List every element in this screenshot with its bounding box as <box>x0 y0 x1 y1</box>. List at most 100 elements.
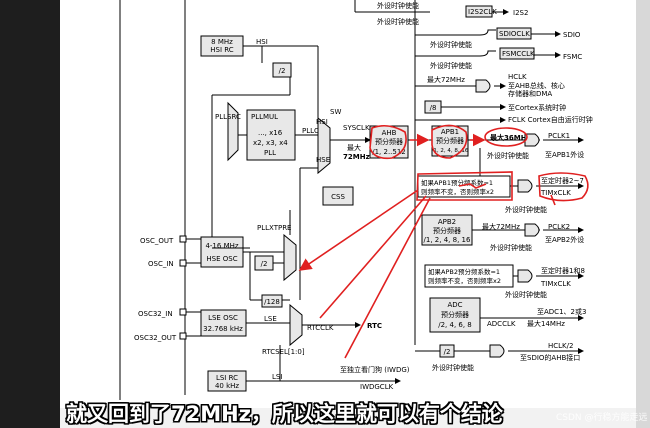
svg-text:/1, 2..512: /1, 2..512 <box>372 148 406 156</box>
label-rtc: RTC <box>367 322 382 330</box>
video-subtitle: 就又回到了72MHz，所以这里就可以有个结论 <box>0 398 650 428</box>
label-periph-en-2: 外设时钟使能 <box>377 17 419 26</box>
svg-text:x2, x3, x4: x2, x3, x4 <box>253 139 288 147</box>
svg-text:LSE OSC: LSE OSC <box>208 314 238 322</box>
svg-text:LSI RC: LSI RC <box>216 374 238 382</box>
label-sdio: SDIO <box>563 31 581 39</box>
label-lse: LSE <box>264 315 277 323</box>
label-periph-en-top: 外设时钟使能 <box>377 1 419 10</box>
label-fsmc: FSMC <box>563 53 582 61</box>
label-pclk1: PCLK1 <box>548 132 570 140</box>
label-hclk: HCLK <box>508 73 527 81</box>
label-max14: 最大14MHz <box>527 319 565 328</box>
label-fclk: FCLK Cortex自由运行时钟 <box>508 115 593 124</box>
svg-text:ADC: ADC <box>447 301 462 309</box>
subtitle-text: 就又回到了72MHz，所以这里就可以有个结论 <box>66 402 503 426</box>
svg-text:APB1: APB1 <box>441 128 459 136</box>
svg-text:SDIOCLK: SDIOCLK <box>499 30 530 38</box>
lsi-rc-box: LSI RC 40 kHz <box>207 370 247 392</box>
label-pllxtpre: PLLXTPRE <box>257 224 291 232</box>
svg-text:4-16 MHz: 4-16 MHz <box>205 242 238 250</box>
label-hclk-desc2: 存储器和DMA <box>508 89 552 98</box>
label-hsi2: HSI <box>316 118 328 126</box>
pllmul-box: PLLMUL ..., x16 x2, x3, x4 PLL <box>246 109 296 161</box>
pin-osc32-in: OSC32_IN <box>138 310 173 318</box>
label-adcclk: ADCCLK <box>487 320 516 328</box>
label-tim-1-8: 至定时器1和8 <box>541 266 585 275</box>
svg-text:则频率不变，否则频率x2: 则频率不变，否则频率x2 <box>421 187 494 196</box>
label-to-sdio: 至SDIO的AHB接口 <box>520 353 580 362</box>
label-max36: 最大36MHz <box>490 133 531 142</box>
csdn-watermark: CSDN @行稳方能走远 <box>556 413 648 423</box>
lse-osc-box: LSE OSC 32.768 kHz <box>200 309 247 337</box>
label-rtcsel: RTCSEL[1:0] <box>262 348 305 356</box>
svg-text:AHB: AHB <box>382 129 397 137</box>
label-periph-en-6: 外设时钟使能 <box>505 205 547 214</box>
label-sysclk: SYSCLK <box>343 124 370 132</box>
svg-text:/2, 4, 6, 8: /2, 4, 6, 8 <box>438 321 472 329</box>
label-max72-hclk: 最大72MHz <box>427 75 465 84</box>
svg-text:/8: /8 <box>430 104 437 112</box>
svg-text:PLLMUL: PLLMUL <box>251 113 278 121</box>
div128-box <box>261 294 283 308</box>
label-pclk2: PCLK2 <box>548 223 570 231</box>
sw-mux <box>317 116 331 175</box>
label-cortex-timer: 至Cortex系统时钟 <box>508 103 566 112</box>
svg-text:预分频器: 预分频器 <box>436 136 464 145</box>
label-hclk2: HCLK/2 <box>548 342 573 350</box>
hse-osc-box: 4-16 MHz HSE OSC <box>200 236 244 268</box>
label-to-apb2: 至APB2外设 <box>545 235 584 244</box>
svg-text:预分频器: 预分频器 <box>441 310 469 319</box>
label-sw: SW <box>330 108 341 116</box>
pin-osc32-out: OSC32_OUT <box>134 334 177 342</box>
label-hse: HSE <box>316 156 330 164</box>
fsmcclk-box <box>499 47 535 60</box>
svg-text:40 kHz: 40 kHz <box>215 382 239 390</box>
css-box: CSS <box>322 186 354 206</box>
svg-text:CSS: CSS <box>331 193 345 201</box>
svg-text:FSMCCLK: FSMCCLK <box>502 50 535 58</box>
label-periph-en-4: 外设时钟使能 <box>430 61 472 70</box>
svg-text:/1, 2, 4, 8, 16: /1, 2, 4, 8, 16 <box>432 148 469 154</box>
right-scroll-strip[interactable] <box>636 0 650 428</box>
svg-text:HSE OSC: HSE OSC <box>206 255 237 263</box>
hsi-rc-box: 8 MHz HSI RC <box>200 35 244 57</box>
label-periph-en-9: 外设时钟使能 <box>432 363 474 372</box>
svg-text:则频率不变，否则频率x2: 则频率不变，否则频率x2 <box>428 276 501 285</box>
svg-text:..., x16: ..., x16 <box>258 129 283 137</box>
div2-hsi-box: /2 <box>272 62 292 78</box>
label-periph-en-8: 外设时钟使能 <box>505 290 547 299</box>
label-iwdg-note: 至独立看门狗 (IWDG) <box>340 365 410 374</box>
adc-prescaler-box: ADC 预分频器 /2, 4, 6, 8 <box>429 297 481 333</box>
pin-osc-in: OSC_IN <box>148 260 174 268</box>
pllsrc-mux <box>227 101 239 162</box>
label-pllsrc: PLLSRC <box>215 113 241 121</box>
svg-text:/1, 2, 4, 8, 16: /1, 2, 4, 8, 16 <box>424 236 471 244</box>
rtcsel-mux <box>289 303 303 347</box>
label-hclk-desc1: 至AHB总线、核心 <box>508 81 565 90</box>
label-i2s2: I2S2 <box>513 9 528 17</box>
svg-text:/2: /2 <box>261 260 268 268</box>
pllxtpre-mux <box>283 233 297 282</box>
label-to-apb1: 至APB1外设 <box>545 150 584 159</box>
svg-text:/128: /128 <box>264 298 280 306</box>
ahb-prescaler-box: AHB 预分频器 /1, 2..512 <box>369 125 409 159</box>
hsi-rc-line2: HSI RC <box>210 46 234 54</box>
hsi-rc-line1: 8 MHz <box>211 38 233 46</box>
svg-text:PLL: PLL <box>264 149 276 157</box>
svg-text:预分频器: 预分频器 <box>375 137 403 146</box>
label-iwdgclk: IWDGCLK <box>360 383 394 391</box>
dark-left-margin <box>0 0 60 428</box>
label-periph-en-7: 外设时钟使能 <box>490 243 532 252</box>
svg-text:预分频器: 预分频器 <box>433 226 461 235</box>
label-pllclk: PLLCLK <box>302 127 328 135</box>
label-lsi: LSI <box>272 373 282 381</box>
red-annotations <box>298 124 589 359</box>
apb2-prescaler-box: APB2 预分频器 /1, 2, 4, 8, 16 <box>421 214 473 246</box>
svg-text:I2S2CLK: I2S2CLK <box>468 8 497 16</box>
svg-text:/2: /2 <box>279 67 286 75</box>
svg-text:/2: /2 <box>444 348 451 356</box>
label-max: 最大 <box>347 143 361 152</box>
